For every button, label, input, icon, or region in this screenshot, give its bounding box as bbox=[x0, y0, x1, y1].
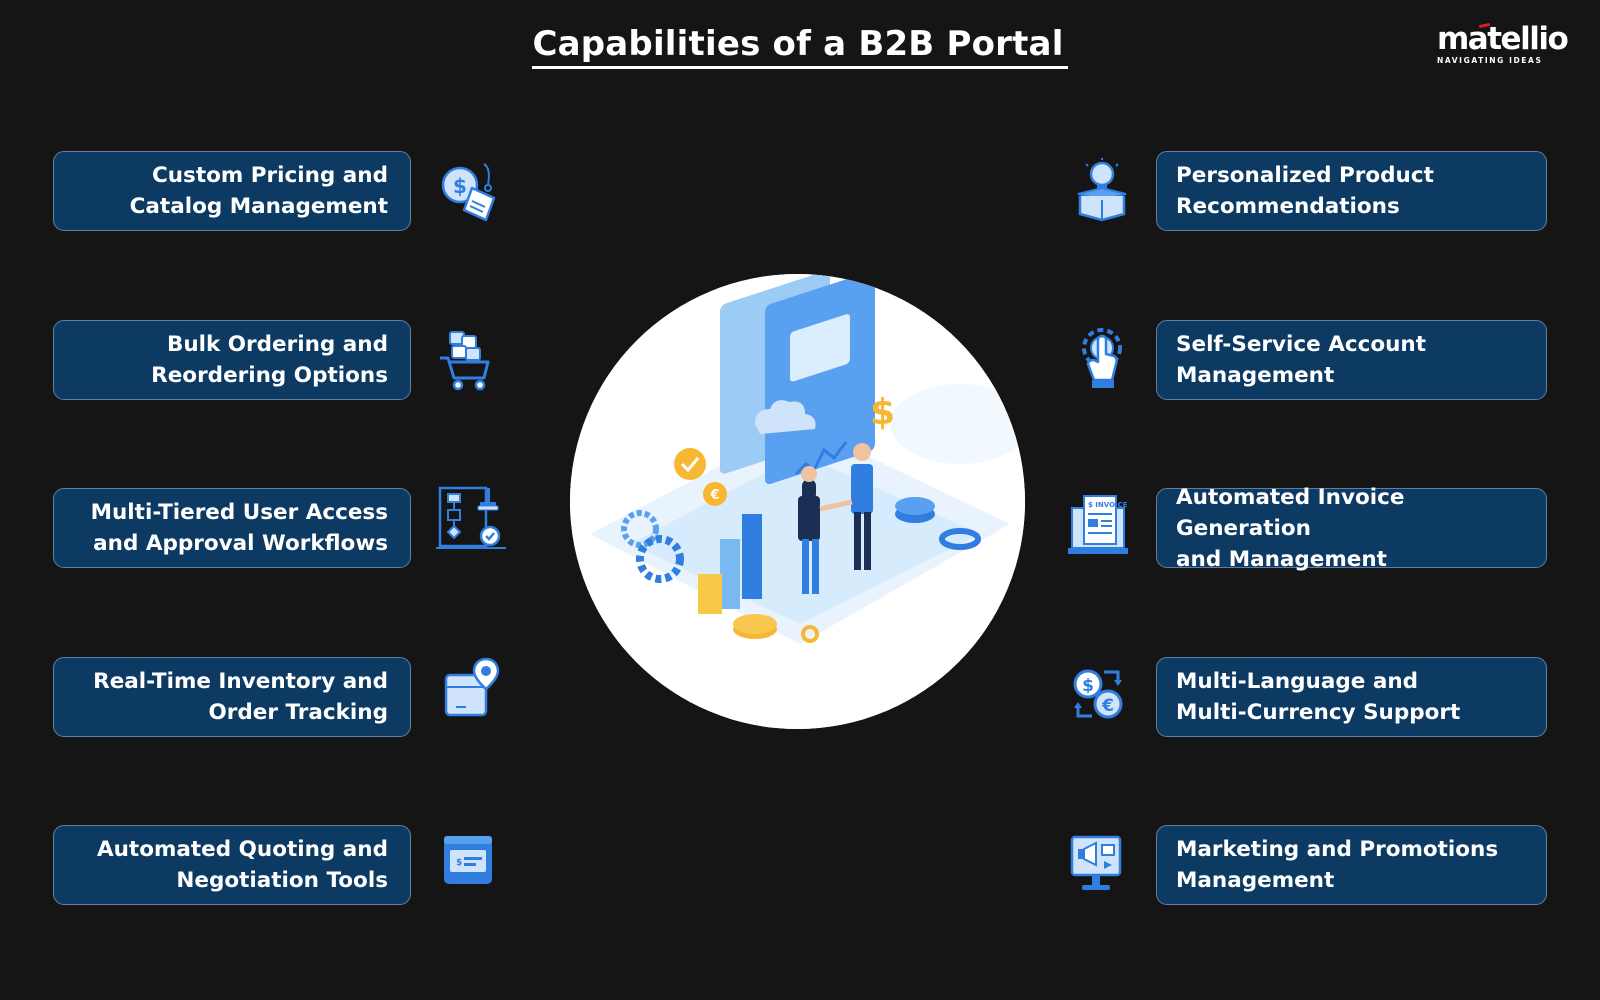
bulk-cart-icon bbox=[436, 326, 506, 396]
invoice-icon: $ INVOICE bbox=[1068, 492, 1138, 562]
capability-label: Personalized Product Recommendations bbox=[1176, 163, 1434, 219]
svg-text:€: € bbox=[1101, 696, 1114, 716]
capability-card-inventory-tracking: Real-Time Inventory and Order Tracking bbox=[53, 657, 411, 737]
workflow-approval-icon bbox=[436, 484, 506, 554]
capability-card-marketing: Marketing and Promotions Management bbox=[1156, 825, 1547, 905]
logo-tagline: NAVIGATING IDEAS bbox=[1437, 56, 1543, 65]
business-handshake-illustration: € $ bbox=[570, 274, 1025, 729]
package-location-icon bbox=[436, 655, 506, 725]
svg-text:$: $ bbox=[870, 392, 895, 433]
svg-text:€: € bbox=[709, 488, 719, 503]
touch-gear-icon bbox=[1068, 324, 1138, 394]
capability-card-multi-currency: Multi-Language and Multi-Currency Suppor… bbox=[1156, 657, 1547, 737]
capability-card-bulk-ordering: Bulk Ordering and Reordering Options bbox=[53, 320, 411, 400]
currency-exchange-icon: $ € bbox=[1068, 662, 1138, 732]
capability-label: Bulk Ordering and Reordering Options bbox=[151, 332, 388, 388]
capability-label: Self-Service Account Management bbox=[1176, 332, 1426, 388]
capability-label: Multi-Tiered User Access and Approval Wo… bbox=[90, 500, 388, 556]
capability-card-invoice: Automated Invoice Generation and Managem… bbox=[1156, 485, 1547, 572]
capability-label: Custom Pricing and Catalog Management bbox=[129, 163, 388, 219]
capability-card-custom-pricing: Custom Pricing and Catalog Management bbox=[53, 151, 411, 231]
capability-label: Automated Invoice Generation and Managem… bbox=[1176, 484, 1405, 572]
capability-card-user-access: Multi-Tiered User Access and Approval Wo… bbox=[53, 488, 411, 568]
price-tag-icon: $ bbox=[436, 158, 506, 228]
capability-label: Multi-Language and Multi-Currency Suppor… bbox=[1176, 669, 1461, 725]
svg-text:$: $ bbox=[456, 858, 462, 868]
lightbulb-box-icon bbox=[1068, 156, 1138, 226]
quote-screen-icon: $ bbox=[436, 826, 506, 896]
marketing-monitor-icon bbox=[1068, 831, 1138, 901]
svg-text:$: $ bbox=[453, 174, 467, 198]
capability-label: Automated Quoting and Negotiation Tools bbox=[96, 837, 388, 893]
matellio-logo: matellio NAVIGATING IDEAS bbox=[1437, 21, 1569, 65]
svg-text:$ INVOICE: $ INVOICE bbox=[1088, 501, 1128, 509]
page-title: Capabilities of a B2B Portal bbox=[0, 24, 1600, 69]
page-title-text: Capabilities of a B2B Portal bbox=[532, 24, 1068, 69]
logo-wordmark: matellio bbox=[1437, 21, 1569, 57]
capability-card-self-service: Self-Service Account Management bbox=[1156, 320, 1547, 400]
capability-card-quoting: Automated Quoting and Negotiation Tools bbox=[53, 825, 411, 905]
capability-label: Marketing and Promotions Management bbox=[1176, 837, 1499, 893]
capability-card-recommendations: Personalized Product Recommendations bbox=[1156, 151, 1547, 231]
capability-label: Real-Time Inventory and Order Tracking bbox=[93, 669, 388, 725]
svg-text:$: $ bbox=[1082, 676, 1094, 696]
